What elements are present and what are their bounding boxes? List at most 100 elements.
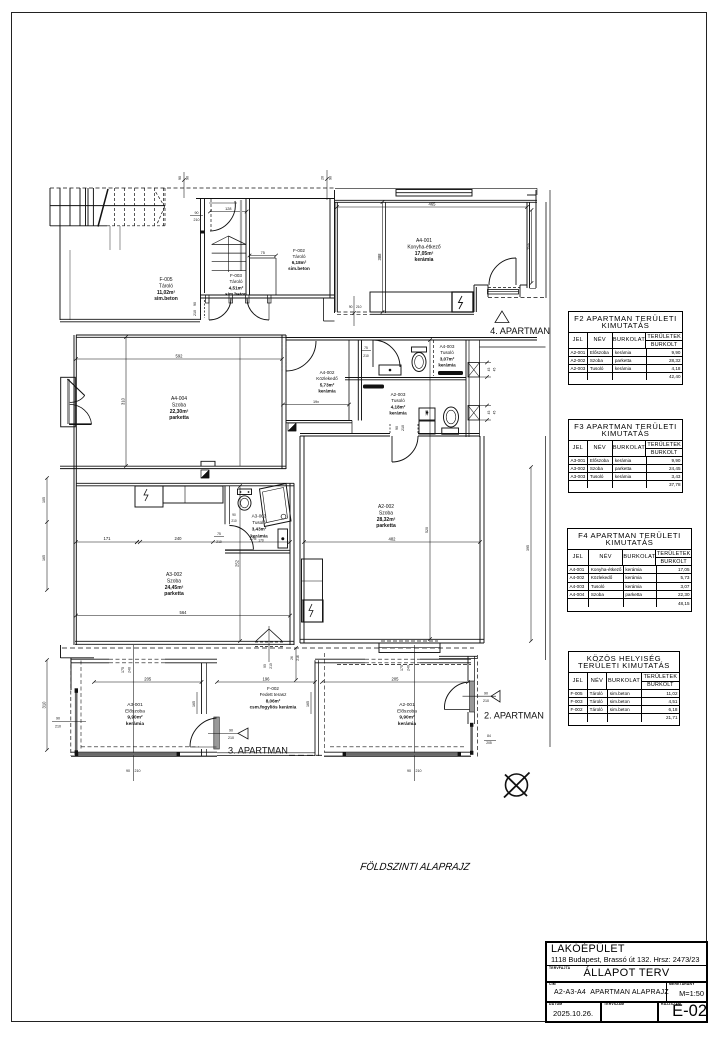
svg-text:parketta: parketta [164,591,184,597]
svg-text:F-005: F-005 [159,277,172,283]
svg-text:Előszoba: Előszoba [125,708,145,714]
svg-text:A3-003: A3-003 [252,514,267,519]
svg-text:210: 210 [193,310,197,316]
svg-text:128: 128 [225,207,231,211]
svg-text:90: 90 [193,302,197,306]
svg-text:24,45m²: 24,45m² [165,585,184,591]
svg-text:sim.beton: sim.beton [225,292,247,297]
svg-text:kerámia: kerámia [415,257,434,263]
svg-text:90: 90 [229,729,233,733]
svg-text:520: 520 [425,527,429,533]
svg-text:9,90m²: 9,90m² [399,715,415,721]
svg-text:90: 90 [407,769,411,773]
svg-text:kerámia: kerámia [398,721,416,727]
svg-text:205: 205 [144,676,152,681]
svg-text:kerámia: kerámia [250,533,268,538]
svg-text:45: 45 [487,411,491,415]
svg-text:6,18m²: 6,18m² [292,260,307,265]
svg-text:Tároló: Tároló [159,283,173,289]
svg-text:210: 210 [401,425,405,431]
svg-text:A3-001: A3-001 [127,702,143,708]
svg-text:19x: 19x [313,400,319,404]
svg-text:592: 592 [176,353,184,358]
svg-text:310: 310 [120,397,125,405]
svg-text:8,06m²: 8,06m² [266,698,281,703]
svg-text:A4-003: A4-003 [440,344,455,349]
svg-text:210: 210 [231,519,237,523]
svg-text:Konyha-étkező: Konyha-étkező [407,244,441,250]
svg-text:Tusoló: Tusoló [252,520,266,525]
svg-text:310: 310 [41,701,46,709]
svg-text:11,02m²: 11,02m² [157,290,176,296]
svg-text:Tusoló: Tusoló [440,350,454,355]
svg-text:165: 165 [192,701,196,707]
svg-text:175: 175 [400,665,404,671]
svg-text:parketta: parketta [169,415,189,421]
svg-text:parketta: parketta [376,523,396,529]
svg-text:A4-004: A4-004 [171,396,187,402]
svg-text:165: 165 [306,701,310,707]
svg-text:45: 45 [493,411,497,415]
svg-text:170: 170 [258,539,264,543]
svg-text:A4-002: A4-002 [320,370,335,375]
svg-text:45: 45 [493,368,497,372]
svg-text:90: 90 [263,664,267,668]
svg-text:F-002: F-002 [293,248,305,253]
svg-text:240: 240 [175,536,183,541]
svg-text:240: 240 [407,665,411,671]
svg-text:9,90m²: 9,90m² [127,715,143,721]
svg-text:165: 165 [42,555,46,561]
svg-text:210: 210 [363,354,369,358]
svg-text:105: 105 [42,497,46,503]
svg-text:2. APARTMAN: 2. APARTMAN [484,711,544,721]
svg-text:A2-002: A2-002 [378,504,394,510]
svg-text:482: 482 [389,536,397,541]
svg-text:Szoba: Szoba [379,510,393,516]
svg-text:564: 564 [180,610,188,615]
svg-text:210: 210 [194,218,200,222]
svg-text:kerámia: kerámia [318,389,336,394]
svg-text:210: 210 [356,305,362,309]
svg-text:395: 395 [526,545,530,551]
svg-text:90: 90 [56,717,60,721]
svg-text:Közlekedő: Közlekedő [316,376,338,381]
svg-text:75: 75 [364,346,368,350]
svg-text:90: 90 [195,211,199,215]
svg-text:26: 26 [290,656,294,660]
svg-text:3. APARTMAN: 3. APARTMAN [228,746,288,756]
svg-text:sim.beton: sim.beton [154,296,178,302]
svg-text:115: 115 [425,410,429,416]
svg-text:Tusoló: Tusoló [391,398,405,403]
svg-text:240: 240 [128,667,132,673]
svg-text:210: 210 [483,699,489,703]
svg-text:kerámia: kerámia [389,411,407,416]
svg-text:Tároló: Tároló [229,279,242,284]
svg-text:4. APARTMAN: 4. APARTMAN [490,326,550,336]
svg-text:csm.fogyliós kerámia: csm.fogyliós kerámia [250,705,297,710]
svg-text:90: 90 [395,426,399,430]
svg-text:388: 388 [377,253,382,261]
svg-text:75: 75 [217,532,221,536]
svg-text:175: 175 [121,667,125,673]
svg-text:216: 216 [296,655,300,661]
svg-text:210: 210 [228,736,234,740]
svg-text:A2-003: A2-003 [391,392,406,397]
svg-text:210: 210 [416,769,422,773]
svg-text:90: 90 [126,769,130,773]
svg-text:90: 90 [329,176,333,180]
svg-text:210: 210 [135,769,141,773]
svg-text:45: 45 [487,368,491,372]
svg-text:A3-002: A3-002 [166,572,182,578]
svg-text:90: 90 [349,305,353,309]
svg-text:Tároló: Tároló [292,254,305,259]
svg-text:205: 205 [392,676,400,681]
svg-text:210: 210 [55,725,61,729]
svg-text:Előszoba: Előszoba [397,708,417,714]
svg-text:Szoba: Szoba [167,578,181,584]
svg-text:4,51m²: 4,51m² [229,285,244,290]
svg-text:kerámia: kerámia [126,721,144,727]
svg-text:3,07m²: 3,07m² [440,356,455,361]
svg-text:A4-001: A4-001 [416,238,432,244]
svg-text:17,05m²: 17,05m² [415,251,434,257]
svg-text:4,18m²: 4,18m² [391,404,406,409]
